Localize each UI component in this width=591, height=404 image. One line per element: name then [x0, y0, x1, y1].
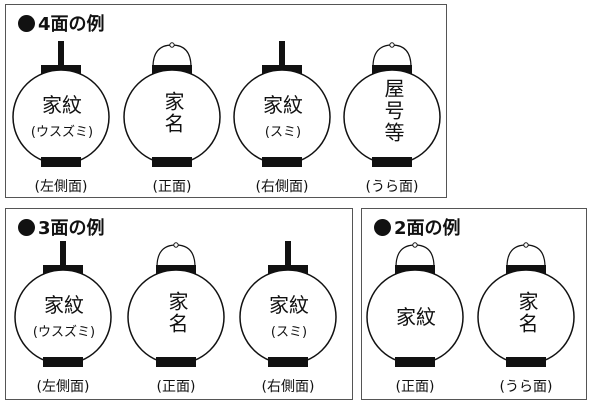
- lantern-globe: [12, 69, 110, 165]
- lantern-drawing: [477, 242, 575, 367]
- lantern: 家紋 (正面): [366, 239, 466, 399]
- lantern: 家紋 (ウスズミ) (左側面): [12, 39, 112, 199]
- panel-title-text: 3面の例: [38, 218, 105, 239]
- dome-cap: [156, 244, 196, 268]
- bottom-band: [268, 357, 308, 367]
- panel-title: 3面の例: [18, 214, 105, 240]
- lantern-caption: (正面): [395, 379, 435, 395]
- bottom-band: [506, 357, 546, 367]
- dome-knob: [389, 42, 395, 48]
- lantern-globe: [233, 69, 331, 165]
- lantern-sub-text: (スミ): [270, 325, 308, 340]
- lantern-sub-text: (ウスズミ): [32, 325, 96, 340]
- lantern-drawing: [233, 41, 331, 167]
- lantern-caption: (右側面): [255, 179, 309, 195]
- handle-bar: [285, 241, 291, 267]
- lantern-caption: (うら面): [365, 179, 419, 195]
- lantern: 家紋 (ウスズミ) (左側面): [14, 239, 114, 399]
- lantern-drawing: [12, 41, 110, 167]
- panel-title-text: 2面の例: [394, 218, 461, 239]
- lantern-main-text: 家紋: [269, 293, 309, 317]
- dome-knob: [412, 242, 418, 248]
- handle-bar: [279, 41, 285, 67]
- lantern-sub-text: (ウスズミ): [30, 125, 94, 140]
- lantern-main-text: 家名: [515, 291, 539, 335]
- lantern-main-text: 屋号等: [381, 78, 405, 144]
- bottom-band: [262, 157, 302, 167]
- lantern-drawing: [123, 42, 221, 167]
- bottom-band: [41, 157, 81, 167]
- panel-2-faces: 2面の例 家紋 (正面) 家名 (うら面): [361, 208, 587, 400]
- lantern-drawing: [366, 242, 464, 367]
- lantern-caption: (正面): [152, 179, 192, 195]
- handle-bar: [58, 41, 64, 67]
- bullet-icon: [18, 14, 35, 32]
- lantern-caption: (左側面): [36, 379, 90, 395]
- lantern-caption: (右側面): [261, 379, 315, 395]
- lantern-drawing: [14, 241, 112, 367]
- panel-4-faces: 4面の例 家紋 (ウスズミ) (左側面) 家名 (正面) 家紋 (スミ) (右側面) 屋号…: [5, 4, 447, 198]
- lantern-main-text: 家紋: [42, 93, 82, 117]
- bottom-band: [156, 357, 196, 367]
- lantern-caption: (左側面): [34, 179, 88, 195]
- lantern: 屋号等 (うら面): [343, 39, 443, 199]
- lantern: 家紋 (スミ) (右側面): [233, 39, 333, 199]
- lantern-drawing: [343, 42, 441, 167]
- dome-cap: [506, 244, 546, 268]
- bullet-icon: [374, 218, 391, 236]
- lantern: 家名 (うら面): [477, 239, 577, 399]
- panel-title-text: 4面の例: [38, 14, 105, 35]
- bottom-band: [152, 157, 192, 167]
- lantern-globe: [239, 269, 337, 365]
- lantern-main-text: 家名: [161, 91, 185, 135]
- panel-title: 4面の例: [18, 10, 105, 36]
- dome-knob: [523, 242, 529, 248]
- lantern-main-text: 家紋: [263, 93, 303, 117]
- lantern: 家名 (正面): [123, 39, 223, 199]
- bullet-icon: [18, 218, 35, 236]
- lantern-globe: [14, 269, 112, 365]
- lantern: 家名 (正面): [127, 239, 227, 399]
- lantern-drawing: [239, 241, 337, 367]
- dome-cap: [372, 44, 412, 68]
- lantern-sub-text: (スミ): [264, 125, 302, 140]
- handle-bar: [60, 241, 66, 267]
- dome-knob: [169, 42, 175, 48]
- dome-cap: [152, 44, 192, 68]
- lantern-main-text: 家紋: [44, 293, 84, 317]
- panel-title: 2面の例: [374, 214, 461, 240]
- lantern: 家紋 (スミ) (右側面): [239, 239, 339, 399]
- bottom-band: [372, 157, 412, 167]
- dome-knob: [173, 242, 179, 248]
- bottom-band: [43, 357, 83, 367]
- lantern-caption: (うら面): [499, 379, 553, 395]
- panel-3-faces: 3面の例 家紋 (ウスズミ) (左側面) 家名 (正面) 家紋 (スミ) (右側面): [5, 208, 353, 400]
- bottom-band: [395, 357, 435, 367]
- dome-cap: [395, 244, 435, 268]
- lantern-drawing: [127, 242, 225, 367]
- lantern-main-text: 家名: [165, 291, 189, 335]
- lantern-caption: (正面): [156, 379, 196, 395]
- lantern-main-text: 家紋: [396, 305, 436, 329]
